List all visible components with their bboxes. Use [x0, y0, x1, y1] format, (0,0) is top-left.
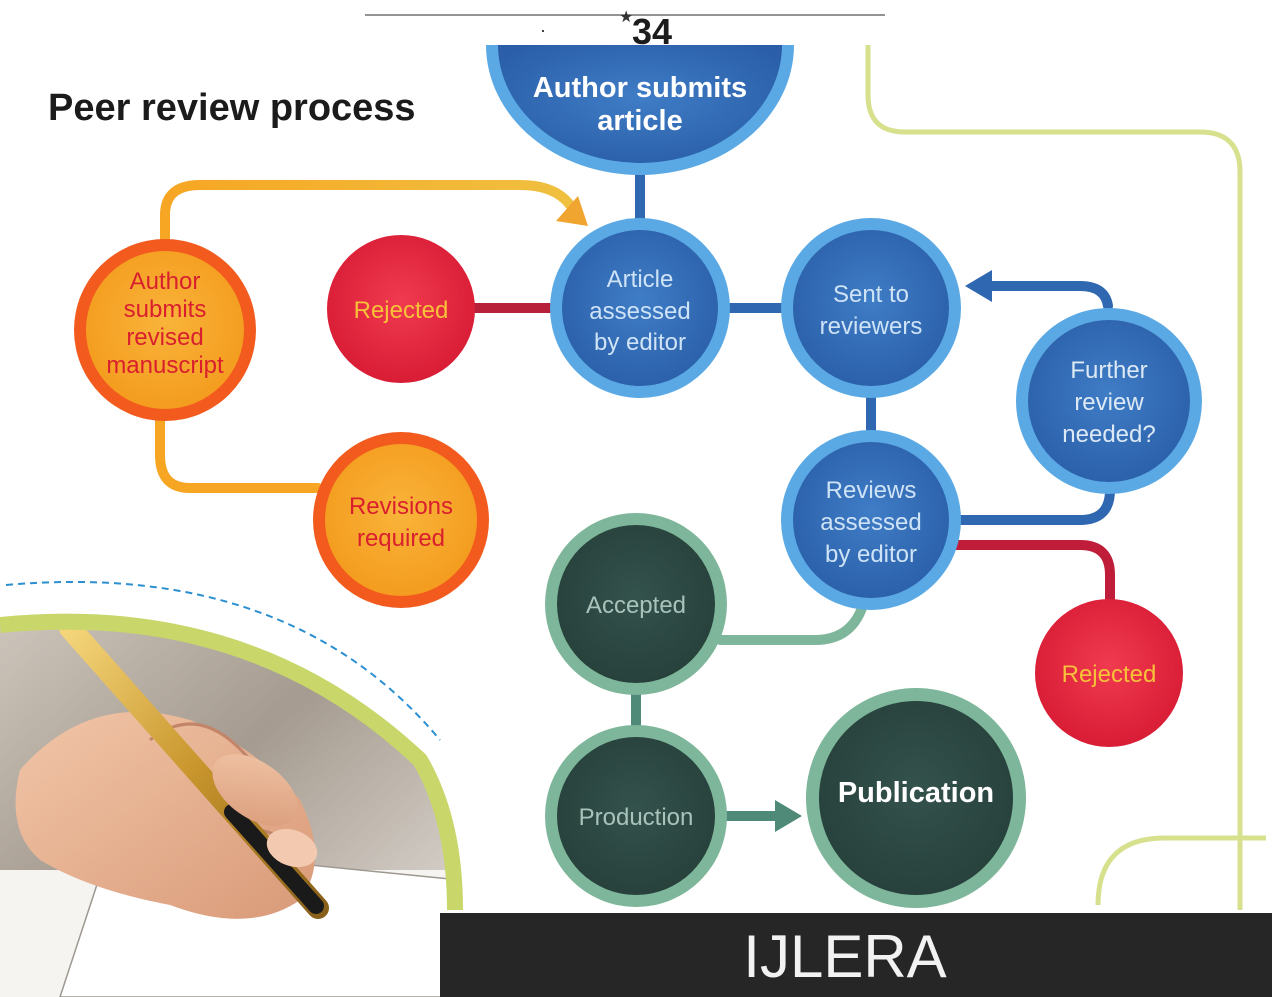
author-revised-line-4: manuscript: [106, 352, 224, 379]
footer-background: [440, 913, 1272, 997]
lime-line-right: [865, 45, 1243, 910]
arrow-to-assessed-icon: [556, 196, 588, 226]
node-sent-to-reviewers: Sent to reviewers: [781, 218, 961, 398]
revisions-required-line-2: required: [357, 525, 445, 552]
connector-reviews-to-rejected: [950, 540, 1115, 605]
further-review-line-1: Further: [1070, 357, 1147, 384]
connector-author-to-assessed: [160, 180, 575, 255]
photo-frame-arc: [0, 613, 463, 911]
author-revised-line-3: revised: [126, 324, 203, 351]
article-assessed-line-3: by editor: [594, 329, 686, 356]
publication-label: Publication: [838, 777, 994, 809]
arrowheads: [556, 196, 992, 832]
rejected-bottom-label: Rejected: [1062, 661, 1157, 688]
footer-brand: IJLERA: [743, 923, 946, 990]
revisions-required-line-1: Revisions: [349, 493, 453, 520]
node-author-revised: Author submits revised manuscript: [74, 239, 256, 421]
node-further-review: Further review needed?: [1016, 308, 1202, 494]
article-assessed-line-1: Article: [607, 266, 674, 293]
further-review-line-3: needed?: [1062, 421, 1155, 448]
node-production: Production: [545, 725, 727, 907]
connector-reviews-to-further: [953, 485, 1115, 525]
footer-bar: IJLERA: [440, 913, 1272, 997]
node-revisions-required: Revisions required: [313, 432, 489, 608]
sent-to-reviewers-line-2: reviewers: [820, 313, 923, 340]
node-rejected-top: Rejected: [327, 235, 475, 383]
reviews-assessed-line-2: assessed: [820, 509, 921, 536]
node-accepted: Accepted: [545, 513, 727, 695]
author-revised-line-1: Author: [130, 268, 201, 295]
node-rejected-bottom: Rejected: [1035, 599, 1183, 747]
sent-to-reviewers-line-1: Sent to: [833, 281, 909, 308]
author-submits-line-1: Author submits: [533, 72, 747, 104]
writing-hand-photo: [0, 580, 463, 997]
header-dot: ·: [540, 20, 546, 40]
connector-reviews-to-accepted: [715, 603, 867, 645]
connector-revisions-to-author: [155, 415, 323, 493]
dashed-arc: [5, 580, 441, 741]
connectors: [155, 165, 1115, 821]
author-submits-line-2: article: [597, 105, 682, 137]
node-publication: Publication: [806, 688, 1026, 908]
decorative-lines: [865, 45, 1266, 910]
page-title: Peer review process: [48, 87, 416, 129]
reviews-assessed-line-1: Reviews: [826, 477, 917, 504]
arrow-to-reviewers-icon: [965, 270, 992, 302]
lime-line-bottom: [1095, 835, 1266, 906]
node-reviews-assessed: Reviews assessed by editor: [781, 430, 961, 610]
arrow-to-publication-icon: [775, 800, 802, 832]
further-review-line-2: review: [1074, 389, 1144, 416]
author-revised-line-2: submits: [124, 296, 207, 323]
reviews-assessed-line-3: by editor: [825, 541, 917, 568]
star-icon: ★: [619, 9, 633, 26]
rejected-top-label: Rejected: [354, 297, 449, 324]
article-assessed-line-2: assessed: [589, 298, 690, 325]
accepted-label: Accepted: [586, 592, 686, 619]
node-author-submits-article: Author submits article: [486, 45, 794, 175]
node-article-assessed: Article assessed by editor: [550, 218, 730, 398]
connector-further-to-reviewers: [985, 281, 1113, 311]
production-label: Production: [579, 804, 694, 831]
